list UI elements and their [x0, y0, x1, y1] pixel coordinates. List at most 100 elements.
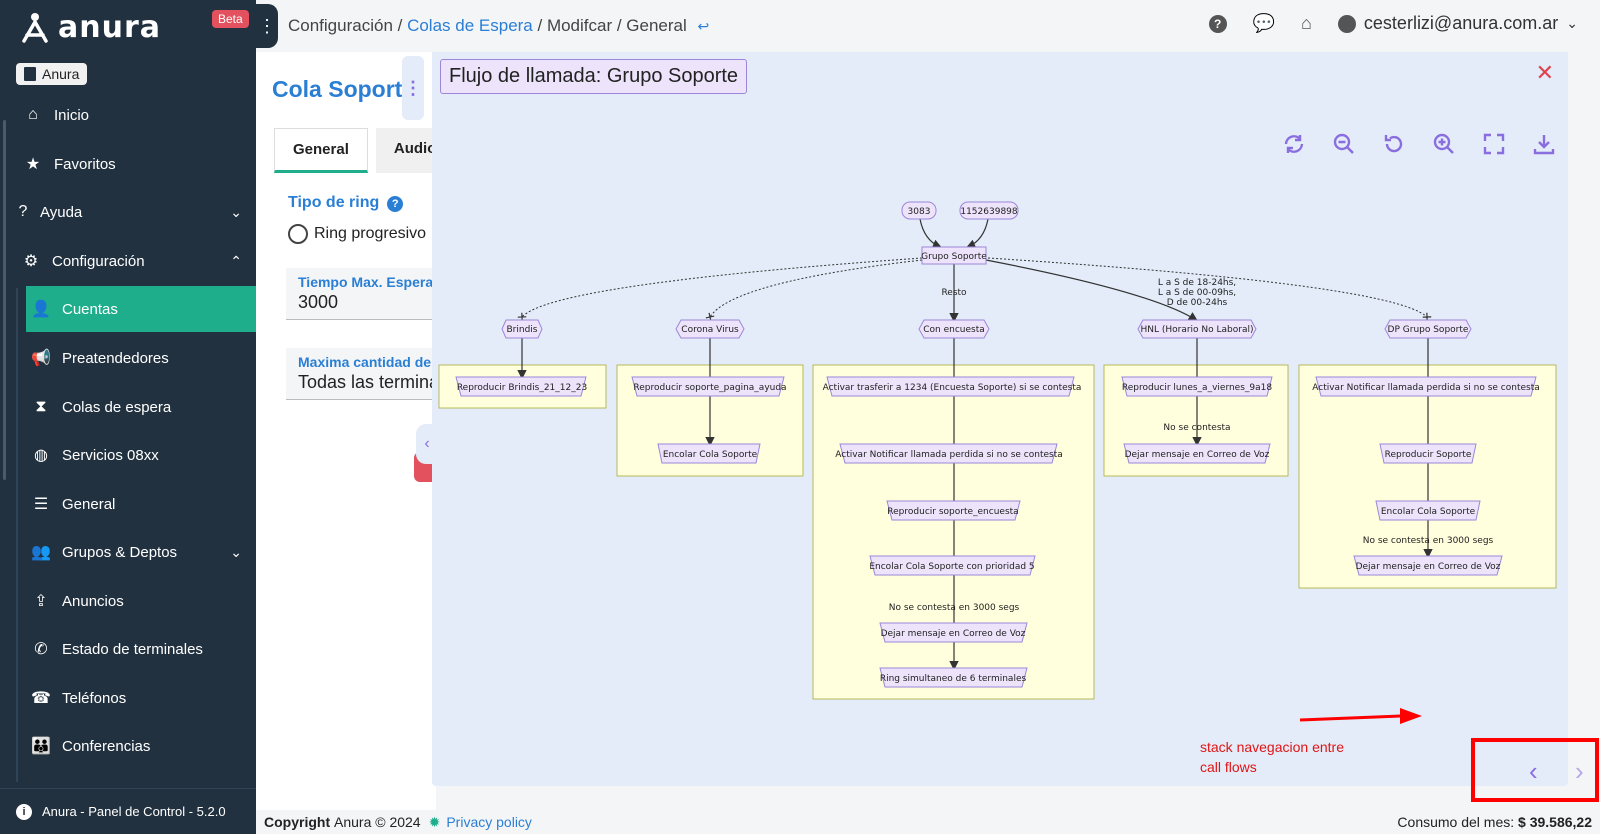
sidebar-item-inicio[interactable]: ⌂ Inicio: [0, 92, 256, 138]
chevron-right-icon[interactable]: ›: [1575, 756, 1584, 786]
sidebar-scrollbar[interactable]: [3, 120, 6, 480]
step-encolar-soporte-dp[interactable]: [1375, 500, 1481, 521]
sidebar-item-ayuda[interactable]: ? Ayuda ⌄: [0, 189, 256, 235]
sidebar-item-label: Grupos & Deptos: [62, 543, 178, 561]
help-icon[interactable]: ?: [387, 196, 404, 212]
phone-icon: ✆: [34, 641, 48, 658]
step-encolar-soporte[interactable]: [657, 443, 761, 464]
chevron-left-icon[interactable]: ‹: [1529, 756, 1538, 786]
logo[interactable]: anura: [18, 10, 161, 45]
building-icon: [24, 67, 36, 81]
step-reproducir-brindis[interactable]: [455, 376, 587, 397]
copyright-label: Copyright: [264, 814, 331, 830]
tenant-name: Anura: [42, 66, 80, 82]
step-encolar-prioridad[interactable]: [869, 555, 1036, 576]
breadcrumb-colas-link[interactable]: Colas de Espera: [407, 16, 533, 35]
chevron-down-icon: ⌄: [230, 543, 242, 560]
sidebar-footer[interactable]: i Anura - Panel de Control - 5.2.0: [0, 788, 256, 834]
gear-icon: ⚙: [23, 253, 39, 270]
ring-option-progresivo[interactable]: Ring progresivo: [288, 224, 426, 244]
undo-icon[interactable]: [1382, 132, 1406, 156]
max-terminals-value[interactable]: Todas las terminales: [298, 372, 436, 392]
sidebar-item-grupos[interactable]: 👥 Grupos & Deptos ⌄: [0, 529, 256, 575]
sidebar-item-preatendedores[interactable]: 📢 Preatendedores: [0, 335, 256, 381]
sidebar-item-label: Ayuda: [40, 203, 83, 221]
node-grupo-soporte[interactable]: [921, 246, 987, 265]
breadcrumb-general: General: [626, 16, 687, 35]
privacy-policy-link[interactable]: Privacy policy: [446, 814, 532, 830]
step-label: Reproducir Brindis_21_12_23: [457, 383, 587, 393]
step-reproducir-soporte[interactable]: [1379, 443, 1477, 464]
copyright-text: Anura © 2024: [334, 814, 421, 830]
node-3083[interactable]: [901, 201, 937, 220]
node-dp[interactable]: [1384, 319, 1472, 339]
node-1152639898[interactable]: [959, 201, 1019, 220]
node-brindis[interactable]: [501, 319, 543, 339]
sidebar-item-label: Preatendedores: [62, 349, 169, 367]
tenant-badge[interactable]: Anura: [16, 63, 88, 85]
group-icon: 👪: [31, 738, 51, 755]
step-dejar-mensaje-dp[interactable]: [1353, 555, 1503, 576]
node-hnl[interactable]: [1137, 319, 1257, 339]
edge-label-no-contesta: No se contesta en 3000 segs: [1363, 536, 1494, 546]
node-corona[interactable]: [675, 319, 745, 339]
max-wait-label: Tiempo Max. Espera: [298, 274, 434, 290]
sidebar-item-anuncios[interactable]: ⇪ Anuncios: [0, 578, 256, 624]
sidebar-item-label: Estado de terminales: [62, 640, 203, 658]
breadcrumb: Configuración / Colas de Espera / Modifc…: [288, 16, 709, 36]
step-activar-transferir[interactable]: [826, 376, 1075, 397]
privacy-gear-icon: ✹: [428, 813, 441, 830]
drawer-grip-handle[interactable]: ⋮: [402, 56, 424, 120]
user-menu[interactable]: cesterlizi@anura.com.ar ⌄: [1337, 13, 1578, 34]
hourglass-icon: ⧗: [35, 398, 47, 415]
step-label: Ring simultaneo de 6 terminales: [880, 674, 1027, 684]
sidebar-item-cuentas[interactable]: 👤 Cuentas: [26, 286, 256, 332]
step-dejar-mensaje[interactable]: [879, 622, 1028, 643]
step-dejar-mensaje-hnl[interactable]: [1123, 443, 1271, 464]
chat-icon[interactable]: 💬: [1252, 13, 1276, 33]
tab-general[interactable]: General: [274, 128, 368, 173]
tab-audios[interactable]: Audios: [375, 128, 436, 173]
node-label: Corona Virus: [681, 325, 739, 335]
flow-stack-navigation: ‹ ›: [1471, 738, 1599, 802]
step-reproducir-ayuda[interactable]: [631, 376, 785, 397]
flow-title: Flujo de llamada: Grupo Soporte: [440, 59, 748, 94]
sidebar-item-telefonos[interactable]: ☎ Teléfonos: [0, 675, 256, 721]
close-icon[interactable]: ✕: [1535, 60, 1554, 85]
max-wait-field[interactable]: Tiempo Max. Espera 3000: [286, 268, 436, 320]
back-arrow-icon[interactable]: ↩: [697, 18, 710, 34]
max-wait-value[interactable]: 3000: [298, 292, 339, 312]
sidebar-item-servicios[interactable]: ◍ Servicios 08xx: [0, 432, 256, 478]
chevron-down-icon: ⌄: [1566, 15, 1578, 31]
step-ring-simultaneo[interactable]: [879, 667, 1028, 688]
help-icon[interactable]: ?: [1208, 14, 1227, 33]
radio-button[interactable]: [288, 224, 308, 244]
refresh-icon[interactable]: [1282, 132, 1306, 156]
step-label: Reproducir Soporte: [1385, 450, 1472, 460]
sidebar-item-conferencias[interactable]: 👪 Conferencias: [0, 723, 256, 769]
step-reproducir-encuesta[interactable]: [886, 500, 1021, 521]
sidebar-toggle-handle[interactable]: ⋮: [256, 4, 278, 48]
step-reproducir-lunes[interactable]: [1121, 376, 1273, 397]
sidebar-item-estado-terminales[interactable]: ✆ Estado de terminales: [0, 626, 256, 672]
edge: [919, 218, 943, 249]
fullscreen-icon[interactable]: [1482, 132, 1506, 156]
home-icon[interactable]: ⌂: [1301, 13, 1312, 33]
step-activar-notificar-dp[interactable]: [1315, 376, 1537, 397]
max-terminals-field[interactable]: Maxima cantidad de Todas las terminales: [286, 348, 436, 400]
zoom-out-icon[interactable]: [1332, 132, 1356, 156]
zoom-in-icon[interactable]: [1432, 132, 1456, 156]
step-label: Dejar mensaje en Correo de Voz: [1356, 562, 1501, 572]
sidebar-item-general[interactable]: ☰ General: [0, 481, 256, 527]
usage-label: Consumo del mes:: [1397, 814, 1515, 830]
node-con-encuesta[interactable]: [918, 319, 990, 339]
step-activar-notificar[interactable]: [839, 443, 1058, 464]
download-icon[interactable]: [1532, 132, 1556, 156]
user-icon: 👤: [31, 301, 51, 318]
edge: [517, 257, 923, 322]
sidebar-item-configuracion[interactable]: ⚙ Configuración ⌃: [0, 238, 256, 284]
call-flow-drawer: Flujo de llamada: Grupo Soporte ✕: [432, 52, 1568, 786]
sidebar-item-colas[interactable]: ⧗ Colas de espera: [0, 384, 256, 430]
megaphone-icon: 📢: [31, 350, 51, 367]
sidebar-item-favoritos[interactable]: ★ Favoritos: [0, 141, 256, 187]
